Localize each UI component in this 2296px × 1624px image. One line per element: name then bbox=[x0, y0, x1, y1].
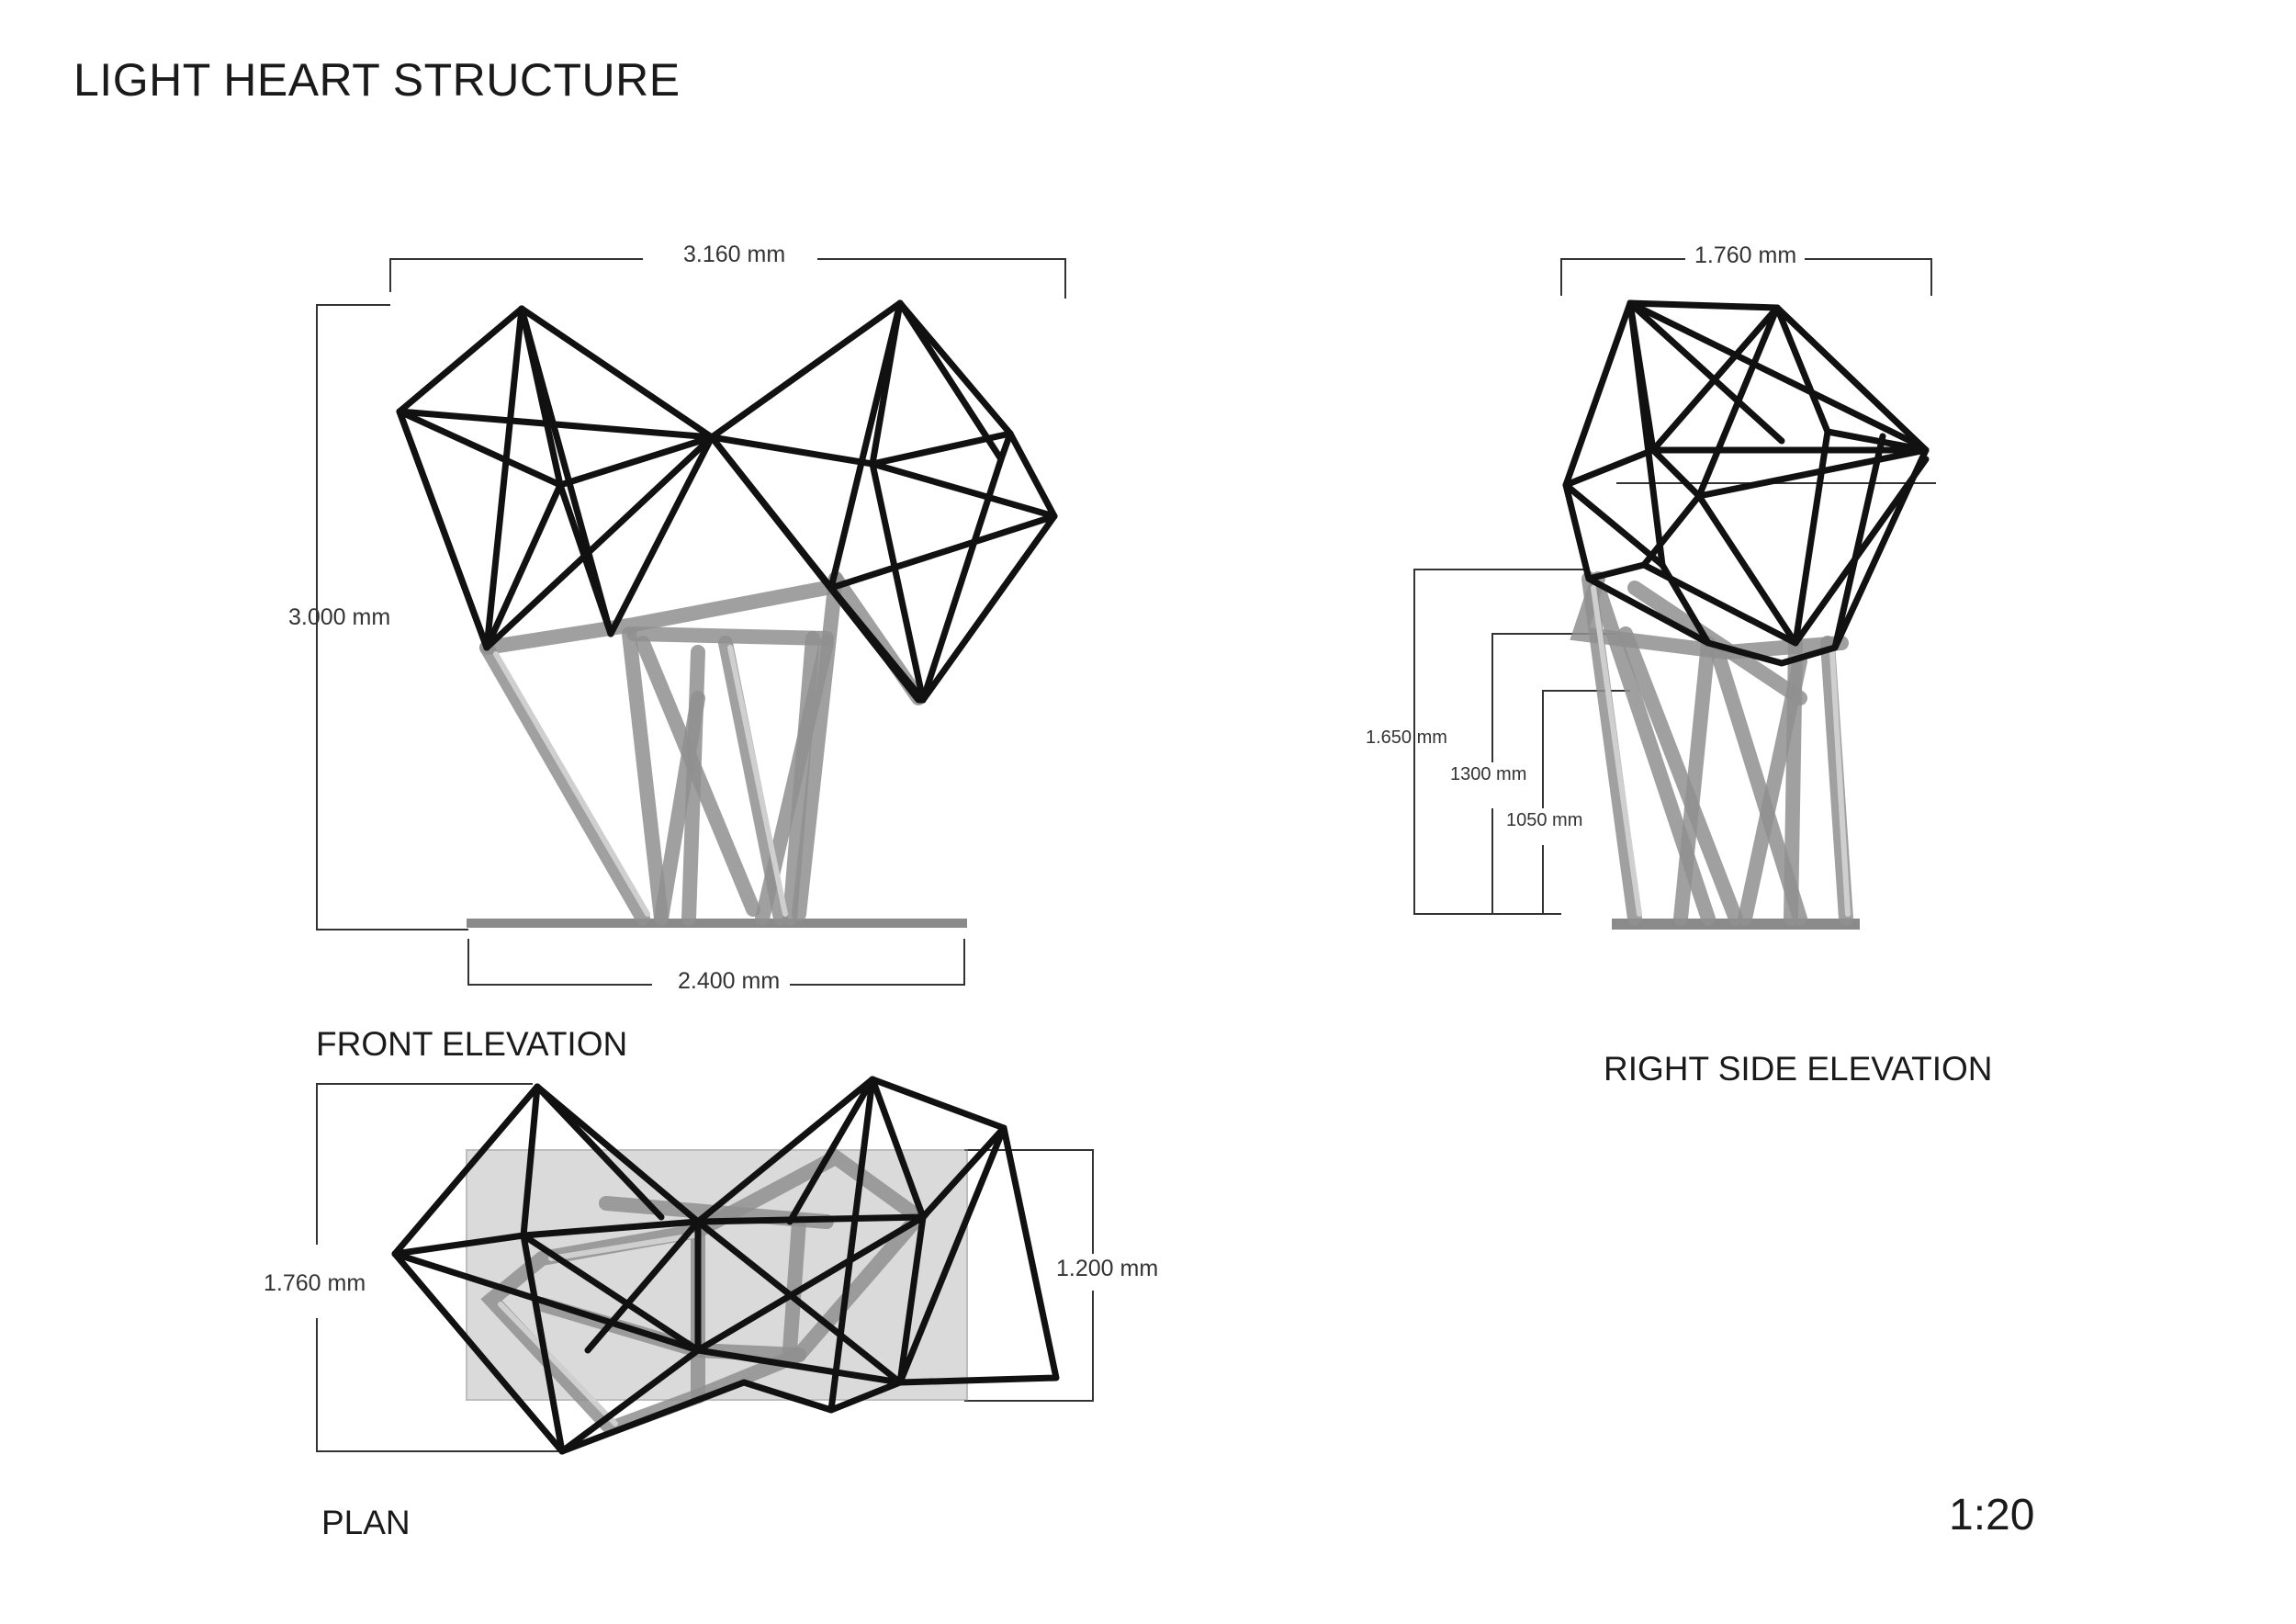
side-height-1650-dimension: 1.650 mm bbox=[1366, 727, 1447, 748]
side-elevation-label: RIGHT SIDE ELEVATION bbox=[1604, 1050, 1993, 1088]
scale-label: 1:20 bbox=[1949, 1491, 2035, 1539]
side-width-dimension: 1.760 mm bbox=[1694, 242, 1797, 268]
front-heart-frame bbox=[396, 299, 1058, 704]
front-width-dimension: 3.160 mm bbox=[683, 242, 786, 267]
side-height-1050-dimension: 1050 mm bbox=[1506, 810, 1583, 830]
side-height-1300-dimension: 1300 mm bbox=[1450, 764, 1527, 784]
front-dimension-lines bbox=[316, 258, 1066, 986]
plan-heart-frame bbox=[391, 1076, 1060, 1455]
plan-base-depth-dimension: 1.200 mm bbox=[1056, 1256, 1159, 1281]
page-title: LIGHT HEART STRUCTURE bbox=[73, 54, 681, 106]
front-base-dimension: 2.400 mm bbox=[678, 968, 781, 994]
plan-depth-dimension: 1.760 mm bbox=[264, 1270, 366, 1296]
side-steel-supports bbox=[1570, 571, 1853, 926]
side-heart-frame bbox=[1562, 299, 1930, 667]
front-steel-supports bbox=[479, 571, 926, 926]
plan-label: PLAN bbox=[321, 1504, 411, 1541]
front-base-plate bbox=[467, 919, 967, 928]
front-height-dimension: 3.000 mm bbox=[288, 604, 391, 630]
plan-drawing bbox=[316, 1076, 1094, 1455]
side-elevation-drawing bbox=[1413, 258, 1936, 930]
front-elevation-drawing bbox=[316, 258, 1066, 986]
front-elevation-label: FRONT ELEVATION bbox=[316, 1025, 628, 1063]
